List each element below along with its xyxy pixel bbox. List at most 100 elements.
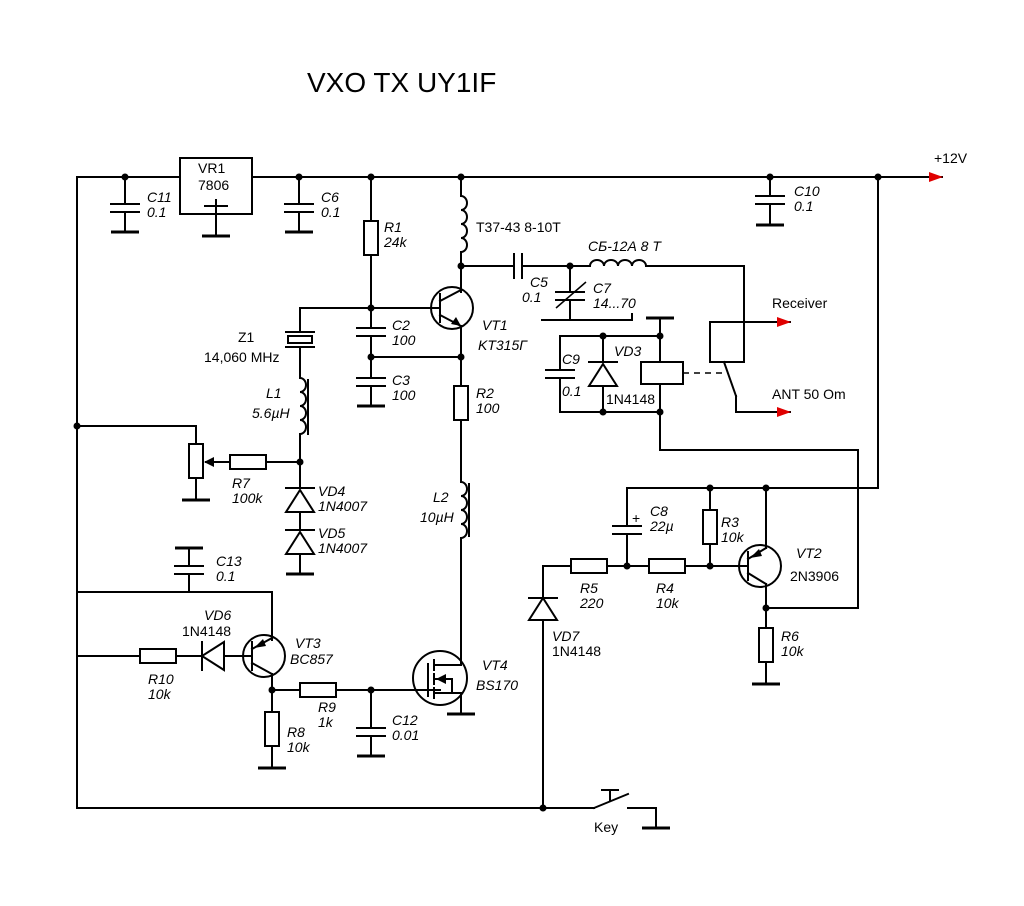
l2-ref: L2 [433, 489, 449, 505]
vt3-transistor [223, 634, 286, 713]
top-rail [76, 172, 943, 809]
r8-resistor [258, 711, 286, 770]
r7-resistor [229, 454, 301, 470]
vcc-label: +12V [934, 150, 968, 166]
c13-value: 0.1 [216, 568, 235, 584]
vr1-regulator [179, 157, 253, 238]
c7-ref: C7 [593, 280, 612, 296]
r5-resistor [542, 558, 650, 574]
c8-ref: C8 [650, 503, 668, 519]
vt4-value: BS170 [476, 677, 518, 693]
r3-value: 10k [721, 529, 745, 545]
junction-dot [766, 173, 774, 181]
r4-ref: R4 [656, 580, 674, 596]
c8-plus: + [632, 510, 640, 526]
vt4-ref: VT4 [482, 657, 508, 673]
vt3-ref: VT3 [295, 635, 321, 651]
vd6-ref: VD6 [204, 607, 231, 623]
vd3-ref: VD3 [614, 343, 641, 359]
r3-ref: R3 [721, 514, 739, 530]
c10-capacitor [755, 176, 785, 227]
junction-dot [295, 173, 303, 181]
r2-value: 100 [476, 400, 500, 416]
vd5-ref: VD5 [318, 525, 345, 541]
vt2-value: 2N3906 [790, 568, 839, 584]
c11-value: 0.1 [147, 204, 166, 220]
r5-ref: R5 [580, 580, 598, 596]
r3-resistor [702, 487, 718, 567]
ant-label: ANT 50 Om [772, 386, 846, 402]
r2-resistor [453, 385, 469, 483]
vt1-ref: VT1 [482, 317, 508, 333]
vr1-value: 7806 [198, 177, 229, 193]
t1-transformer [459, 176, 468, 293]
vd6-value: 1N4148 [182, 623, 231, 639]
z1-value: 14,060 MHz [204, 349, 279, 365]
c5-capacitor [460, 253, 591, 279]
c6-ref: C6 [321, 189, 339, 205]
c12-value: 0.01 [392, 727, 419, 743]
r1-value: 24k [383, 234, 408, 250]
c7-value: 14...70 [593, 295, 636, 311]
c8-value: 22µ [649, 518, 674, 534]
vd3-value: 1N4148 [606, 391, 655, 407]
c5-value: 0.1 [522, 289, 541, 305]
vt3-value: BC857 [290, 651, 334, 667]
c3-ref: C3 [392, 372, 410, 388]
r6-resistor [752, 627, 780, 686]
l1-inductor [298, 376, 309, 489]
r7-ref: R7 [232, 475, 251, 491]
junction-dot [656, 332, 664, 340]
junction-dot [121, 173, 129, 181]
key-switch[interactable] [592, 789, 670, 830]
vd4-diode [284, 487, 316, 531]
junction-dot [656, 408, 664, 416]
c9-ref: C9 [562, 351, 580, 367]
vd5-value: 1N4007 [318, 540, 368, 556]
c9-capacitor [545, 335, 575, 413]
l1-ref: L1 [266, 385, 282, 401]
t1-ref: T37-43 8-10T [476, 219, 561, 235]
receiver-label: Receiver [772, 295, 828, 311]
vd4-value: 1N4007 [318, 498, 368, 514]
l3-inductor [588, 259, 745, 363]
r10-ref: R10 [148, 671, 174, 687]
vt1-transistor [370, 286, 474, 387]
diagram-title: VXO TX UY1IF [307, 67, 496, 98]
c6-capacitor [284, 176, 314, 234]
c3-value: 100 [392, 387, 416, 403]
r10-resistor [76, 648, 177, 664]
r2-ref: R2 [476, 385, 494, 401]
l1-value: 5.6µH [252, 405, 291, 421]
r8-value: 10k [287, 739, 311, 755]
junction-dot [539, 804, 547, 812]
l3-ref: СБ-12А 8 Т [588, 238, 662, 254]
vd4-ref: VD4 [318, 483, 345, 499]
l2-inductor [459, 480, 470, 657]
vd7-value: 1N4148 [552, 643, 601, 659]
r9-ref: R9 [318, 699, 336, 715]
c9-value: 0.1 [562, 383, 581, 399]
l2-value: 10µH [420, 509, 455, 525]
r1-ref: R1 [384, 219, 402, 235]
z1-crystal [285, 331, 315, 379]
potentiometer [76, 425, 231, 502]
c2-value: 100 [392, 332, 416, 348]
r4-value: 10k [656, 595, 680, 611]
r9-resistor [271, 682, 441, 698]
c6-value: 0.1 [321, 204, 340, 220]
c2-ref: C2 [392, 317, 410, 333]
vd7-ref: VD7 [552, 628, 580, 644]
c5-ref: C5 [530, 274, 548, 290]
c8-capacitor [612, 487, 642, 567]
c10-value: 0.1 [794, 198, 813, 214]
relay-block [559, 316, 859, 609]
r7-value: 100k [232, 490, 263, 506]
z1-ref: Z1 [238, 329, 255, 345]
vd3-diode [587, 335, 619, 413]
c7-variable-capacitor [541, 265, 633, 321]
r8-ref: R8 [287, 724, 305, 740]
r4-resistor [648, 558, 711, 574]
vd6-diode [175, 640, 225, 672]
